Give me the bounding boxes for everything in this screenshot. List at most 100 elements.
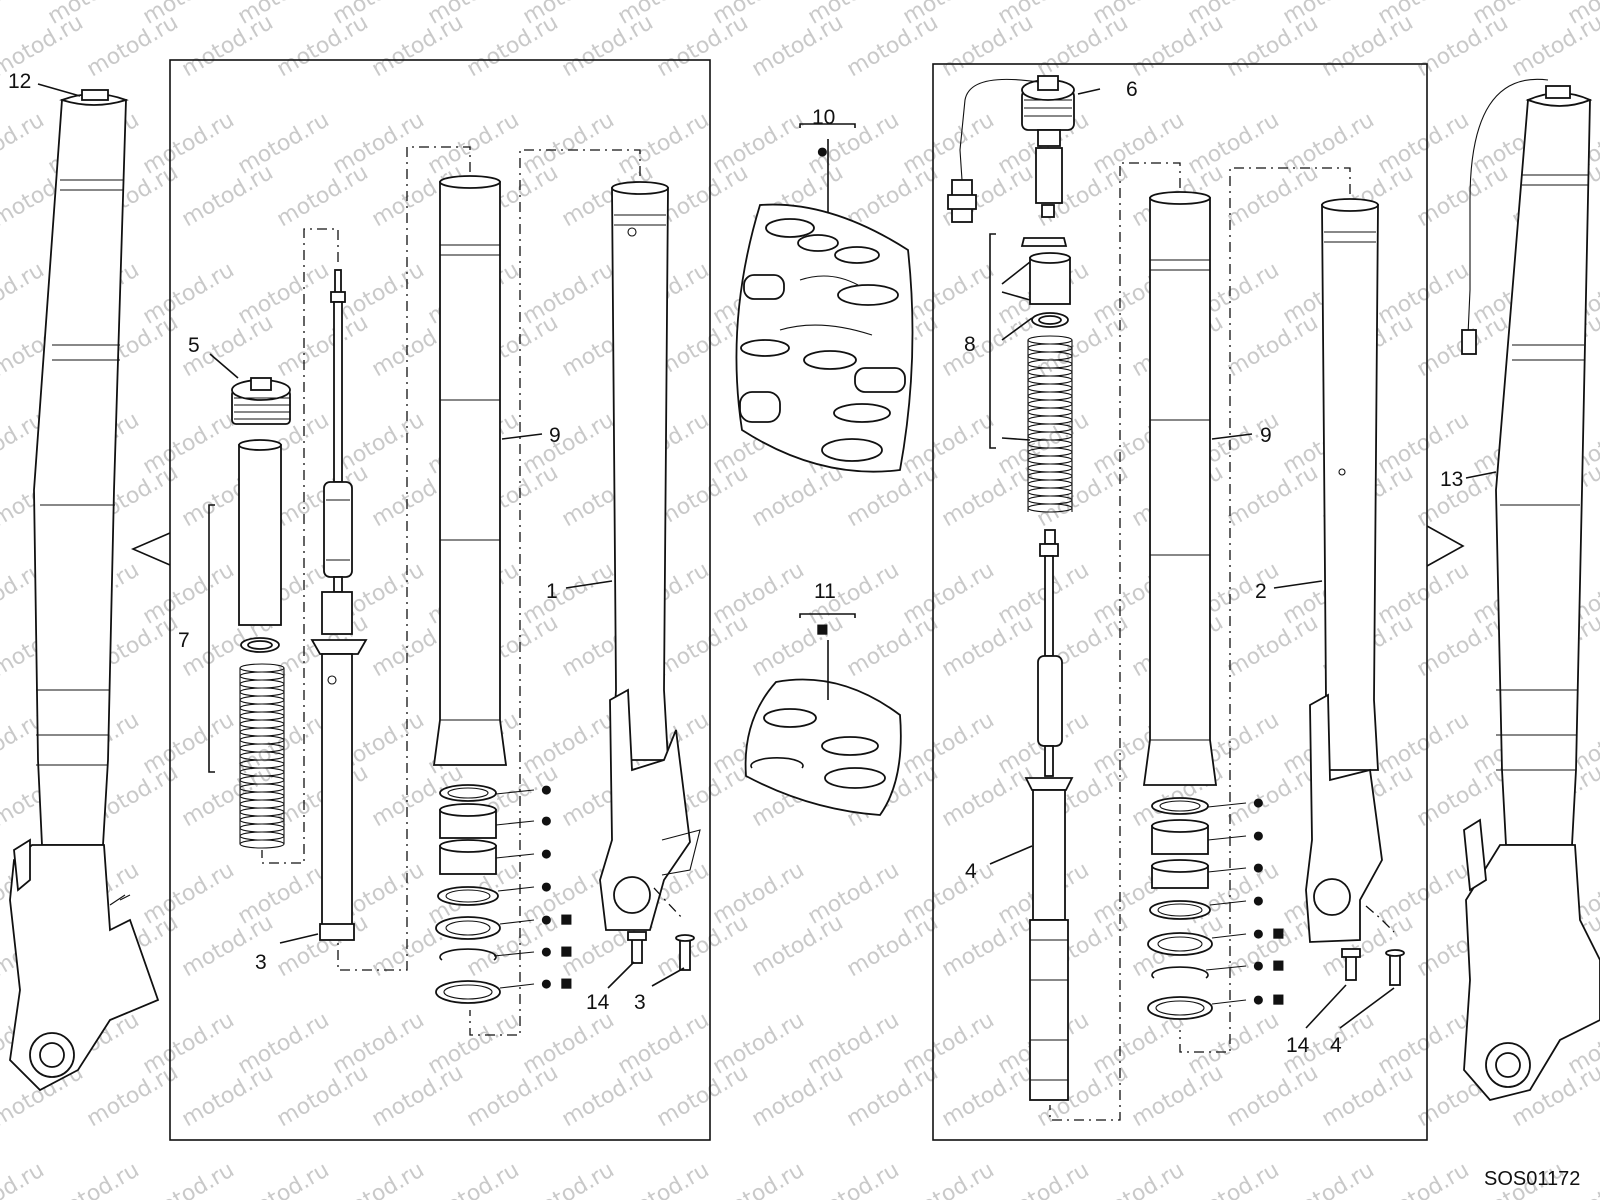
callout-14a: 14 [586,991,610,1014]
callout-13: 13 [1440,468,1463,491]
watermark-text: motod.ru [0,0,49,30]
watermark-text: motod.ru [843,160,943,232]
part-2-inner-tube [1305,198,1383,943]
callout-4b: 4 [1330,1034,1342,1057]
kit-circle-symbol: ● [540,809,553,832]
part-6-sensor-cap [947,75,1075,223]
watermark-text: motod.ru [653,910,753,982]
part-8-spring-set [1020,237,1073,513]
watermark-text: motod.ru [994,1158,1094,1200]
seal-leaders [493,789,1247,1005]
bracket-8 [989,233,996,449]
watermark-text: motod.ru [558,10,658,82]
watermark-text: motod.ru [463,1060,563,1132]
callout-leaders [37,83,1497,1029]
watermark-text: motod.ru [938,610,1038,682]
kit-circle-symbol: ● [540,972,553,995]
watermark-text: motod.ru [1318,10,1418,82]
left-bolts [627,931,695,971]
watermark-text: motod.ru [83,1060,183,1132]
kit-circle-symbol: ● [1252,889,1265,912]
callout-6: 6 [1126,78,1138,101]
watermark-text: motod.ru [748,10,848,82]
kit-11-bar [799,613,856,618]
watermark-text: motod.ru [938,310,1038,382]
watermark-text: motod.ru [463,10,563,82]
drawing-code: SOS01172 [1484,1168,1580,1190]
watermark-text: motod.ru [748,610,848,682]
watermark-text: motod.ru [1508,10,1600,82]
watermark-text: motod.ru [1374,1158,1474,1200]
kit-circle-symbol: ● [540,875,553,898]
watermark-text: motod.ru [938,10,1038,82]
kit-circle-symbol: ● [1252,922,1265,945]
watermark-text: motod.ru [44,1158,144,1200]
kit-circle-symbol: ● [1252,856,1265,879]
watermark-text: motod.ru [273,460,373,532]
kit-11-seals [744,678,902,816]
kit-10-bushings-seals [735,203,914,473]
watermark-text: motod.ru [273,1060,373,1132]
kit-square-symbol: ■ [560,908,573,931]
kit-circle-symbol: ● [540,778,553,801]
watermark-text: motod.ru [368,10,468,82]
watermark-text: motod.ru [558,1060,658,1132]
watermark-text: motod.ru [178,760,278,832]
watermark-text: motod.ru [938,910,1038,982]
watermark-text: motod.ru [519,1158,619,1200]
kit-square-symbol: ■ [560,940,573,963]
callout-9b: 9 [1260,424,1272,447]
kit-circle-symbol: ● [1252,988,1265,1011]
callout-2: 2 [1255,580,1267,603]
callout-1: 1 [546,580,558,603]
watermark-text: motod.ru [178,160,278,232]
kit-square-symbol: ■ [1272,922,1285,945]
kit-square-symbol: ■ [1272,954,1285,977]
bracket-7 [208,504,215,773]
watermark-text: motod.ru [843,610,943,682]
callout-4a: 4 [965,860,977,883]
watermark-text: motod.ru [1223,1060,1323,1132]
kit-10-symbol: ● [816,140,829,163]
watermark-text: motod.ru [843,910,943,982]
part-4-cartridge [1024,529,1074,1101]
kit-circle-symbol: ● [1252,954,1265,977]
left-seal-stack [435,784,501,1004]
right-seal-stack [1147,797,1213,1020]
watermark-text: motod.ru [938,1060,1038,1132]
watermark-text: motod.ru [1223,310,1323,382]
watermark-text: motod.ru [1223,160,1323,232]
watermark-text: motod.ru [139,1158,239,1200]
watermark-text: motod.ru [1033,10,1133,82]
callout-labels: 12 5 7 3 9 1 14 3 10 11 6 8 4 9 2 14 4 1… [8,70,1463,1057]
part-1-inner-tube [599,181,701,931]
watermark-text: motod.ru [1128,10,1228,82]
part-5-top-cap [231,377,291,425]
kit-square-symbol: ■ [1272,988,1285,1011]
kit-circle-symbol: ● [540,908,553,931]
kit-11-symbol: ■ [816,618,829,641]
callout-12: 12 [8,70,31,93]
watermark-text: motod.ru [899,1158,999,1200]
callout-10: 10 [812,106,835,129]
left-frame-pointer [130,532,171,566]
part-9-outer-tube-left [432,175,508,766]
watermark-text: motod.ru [1223,460,1323,532]
kit-circle-symbol: ● [540,842,553,865]
watermark-text: motod.ru [748,910,848,982]
callout-5: 5 [188,334,200,357]
callout-7: 7 [178,629,190,652]
right-assembly-lines [1049,162,1395,1121]
watermark-text: motod.ru [273,160,373,232]
watermark-text: motod.ru [329,1158,429,1200]
watermark-text: motod.ru [0,1158,49,1200]
callout-14b: 14 [1286,1034,1310,1057]
part-7-spring-kit [238,439,285,849]
watermark-text: motod.ru [1318,1060,1418,1132]
watermark-text: motod.ru [1223,610,1323,682]
right-frame-pointer [1426,525,1465,567]
callout-8: 8 [964,333,976,356]
part-9-outer-tube-right [1142,191,1218,786]
watermark-text: motod.ru [653,10,753,82]
